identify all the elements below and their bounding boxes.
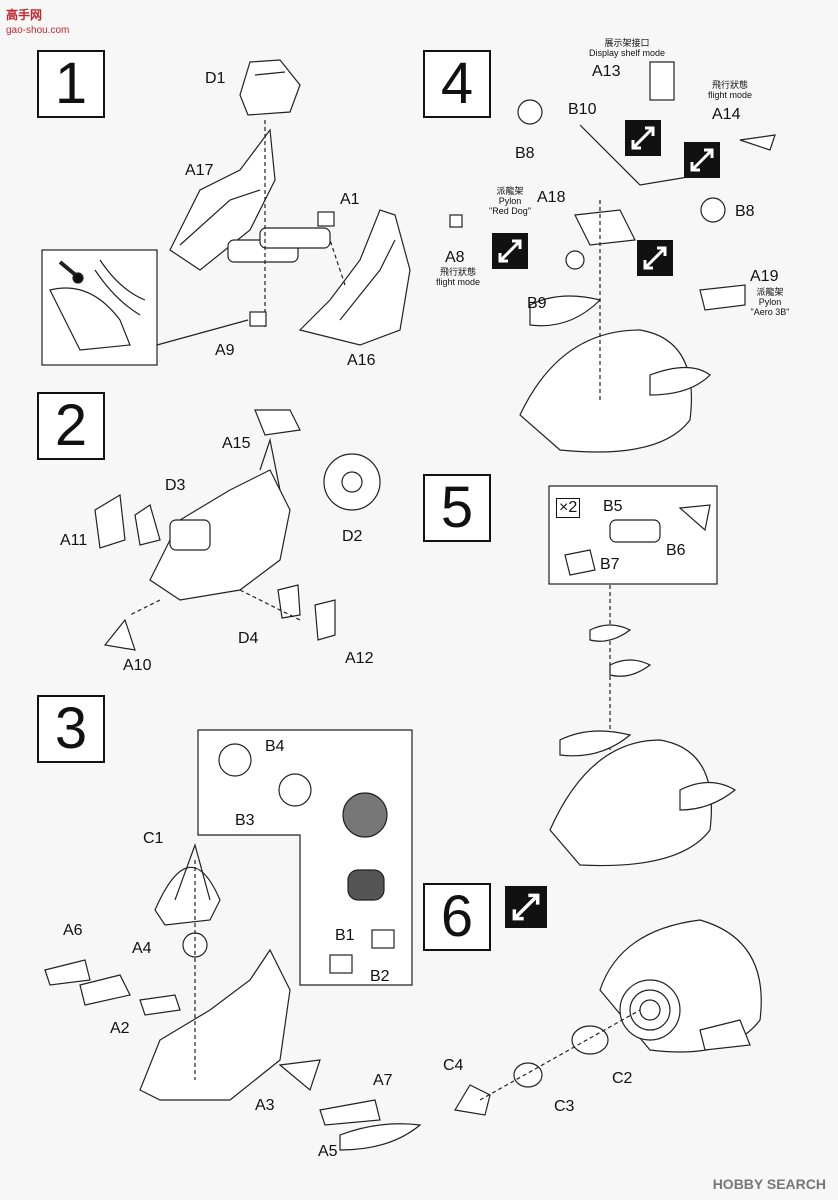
step1-assembly-drawing [169, 59, 411, 346]
site-logo-title: 高手网 [6, 8, 43, 22]
part-label-b3: B3 [235, 812, 255, 829]
step3-assembly-drawing [44, 729, 422, 1151]
step4-assembly-drawing [449, 61, 776, 453]
note-a13-en: Display shelf mode [588, 48, 666, 58]
step-number-3: 3 [37, 695, 105, 763]
step2-assembly-drawing [94, 409, 381, 651]
part-label-b4: B4 [265, 738, 285, 755]
part-label-a13: A13 [592, 63, 621, 80]
note-a18-name: "Red Dog" [489, 206, 531, 216]
part-label-a15: A15 [222, 435, 251, 452]
part-label-a10: A10 [123, 657, 152, 674]
part-label-a3: A3 [255, 1097, 275, 1114]
part-label-b10: B10 [568, 101, 597, 118]
reverse-side-icon [684, 142, 720, 178]
part-label-a5: A5 [318, 1143, 338, 1160]
note-a13: 展示架接口 Display shelf mode [572, 38, 682, 58]
note-a18-en: Pylon [498, 196, 522, 206]
part-label-a14: A14 [712, 106, 741, 123]
part-label-c4: C4 [443, 1057, 464, 1074]
reverse-side-icon [637, 240, 673, 276]
part-label-b1: B1 [335, 927, 355, 944]
part-label-d4: D4 [238, 630, 259, 647]
part-label-b7: B7 [600, 556, 620, 573]
step1-detail-box [41, 249, 249, 366]
hobby-search-watermark: HOBBY SEARCH [712, 1176, 826, 1192]
part-label-a16: A16 [347, 352, 376, 369]
part-label-b8-left: B8 [515, 145, 535, 162]
reverse-side-icon [492, 233, 528, 269]
part-label-a12: A12 [345, 650, 374, 667]
note-a8-cn: 飛行狀態 [439, 267, 476, 277]
part-label-c2: C2 [612, 1070, 633, 1087]
reverse-side-icon [625, 120, 661, 156]
part-label-b8-right: B8 [735, 203, 755, 220]
note-a19-name: "Aero 3B" [750, 307, 790, 317]
part-label-c3: C3 [554, 1098, 575, 1115]
part-label-a17: A17 [185, 162, 214, 179]
site-logo: 高手网 gao-shou.com [6, 6, 69, 36]
part-label-a7: A7 [373, 1072, 393, 1089]
part-label-a8: A8 [445, 249, 465, 266]
note-a8-en: flight mode [435, 277, 481, 287]
part-label-a19: A19 [750, 268, 779, 285]
note-a18: 派龍架 Pylon "Red Dog" [478, 186, 542, 216]
site-logo-subtitle: gao-shou.com [6, 25, 70, 36]
step-number-6: 6 [423, 883, 491, 951]
step-number-2: 2 [37, 392, 105, 460]
part-label-b9: B9 [527, 295, 547, 312]
note-a14-en: flight mode [707, 90, 753, 100]
note-a18-cn: 派龍架 [496, 186, 524, 196]
part-label-a6: A6 [63, 922, 83, 939]
part-label-d1: D1 [205, 70, 226, 87]
part-label-a4: A4 [132, 940, 152, 957]
part-label-d3: D3 [165, 477, 186, 494]
part-label-a2: A2 [110, 1020, 130, 1037]
step-number-4: 4 [423, 50, 491, 118]
quantity-multiplier: ×2 [556, 498, 581, 518]
part-label-a9: A9 [215, 342, 235, 359]
note-a19-en: Pylon [758, 297, 782, 307]
step-number-1: 1 [37, 50, 105, 118]
reverse-side-icon [505, 886, 547, 928]
part-label-b6: B6 [666, 542, 686, 559]
part-label-b5: B5 [603, 498, 623, 515]
part-label-a18: A18 [537, 189, 566, 206]
note-a19-cn: 派龍架 [756, 287, 784, 297]
part-label-c1: C1 [143, 830, 164, 847]
part-label-d2: D2 [342, 528, 363, 545]
note-a14-cn: 飛行狀態 [711, 80, 748, 90]
step-number-5: 5 [423, 474, 491, 542]
note-a19: 派龍架 Pylon "Aero 3B" [740, 287, 800, 317]
part-label-a11: A11 [60, 532, 88, 549]
part-label-b2: B2 [370, 968, 390, 985]
note-a13-cn: 展示架接口 [604, 38, 650, 48]
step5-assembly-drawing [548, 485, 737, 867]
part-label-a1: A1 [340, 191, 360, 208]
note-a14: 飛行狀態 flight mode [690, 80, 770, 100]
note-a8: 飛行狀態 flight mode [428, 267, 488, 287]
step6-assembly-drawing [454, 919, 762, 1116]
